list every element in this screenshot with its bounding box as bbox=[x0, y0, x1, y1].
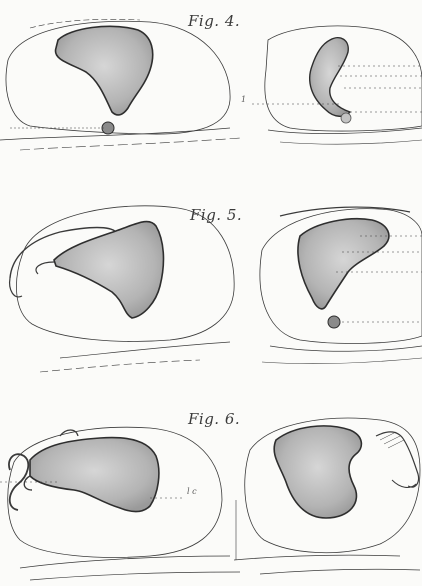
fig4-left-drawing bbox=[0, 19, 240, 150]
fig6-mark: l c bbox=[187, 487, 197, 496]
fig6-left-drawing bbox=[0, 427, 240, 580]
fig5-right-drawing bbox=[260, 207, 422, 364]
fig6-label: Fig. 6. bbox=[188, 410, 240, 428]
fig4-mark: 1 bbox=[241, 95, 246, 104]
fig4-label: Fig. 4. bbox=[188, 12, 240, 30]
fig5-left-drawing bbox=[10, 206, 235, 372]
fig5-label: Fig. 5. bbox=[190, 206, 242, 224]
fig4-right-drawing bbox=[252, 26, 422, 144]
fig6-right-drawing bbox=[234, 418, 420, 574]
